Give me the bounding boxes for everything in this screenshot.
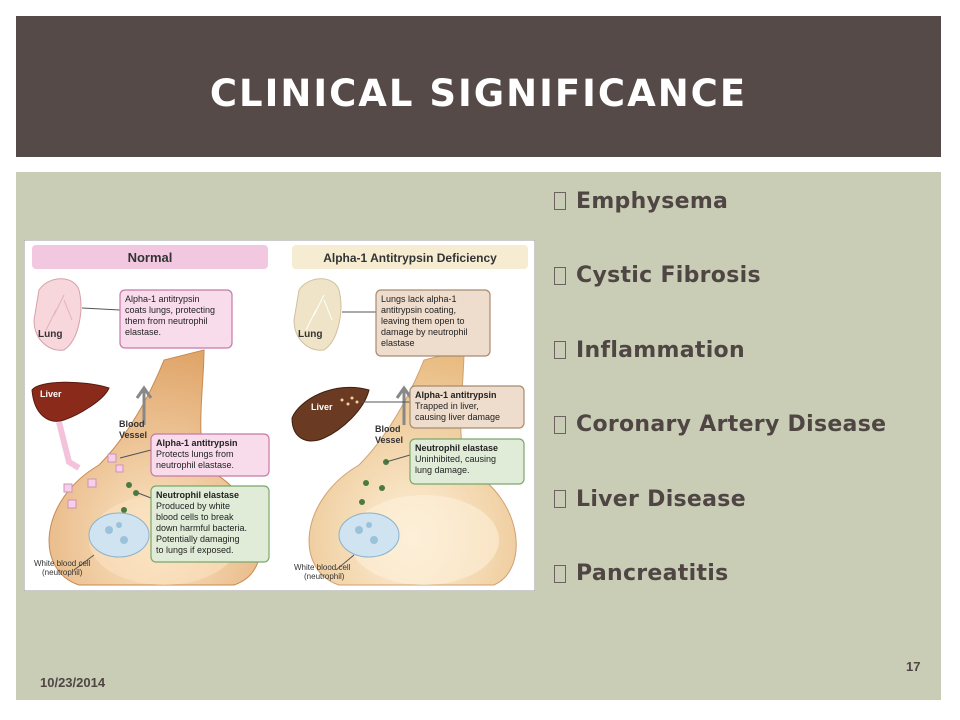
svg-text:elastase.: elastase. [125,327,161,337]
svg-text:lung damage.: lung damage. [415,465,470,475]
svg-text:them from neutrophil: them from neutrophil [125,316,208,326]
slide-title: CLINICAL SIGNIFICANCE [209,72,748,115]
svg-text:Produced by white: Produced by white [156,501,230,511]
vessel-label-1: Blood [119,419,145,429]
bullet-marker-icon [554,415,566,434]
bullet-list: Emphysema Cystic Fibrosis Inflammation C… [554,186,886,634]
svg-text:Alpha-1 antitrypsin: Alpha-1 antitrypsin [125,294,200,304]
slide-date: 10/23/2014 [40,675,106,690]
lung-label: Lung [38,329,62,340]
normal-heading-box [32,245,268,269]
callout-aat-normal [150,433,270,477]
bullet-marker-icon [554,266,566,285]
wbc-label-2: (neutrophil) [42,568,83,577]
wbc-label-1: White blood cell [34,559,91,568]
bullet-item: Inflammation [554,335,886,365]
bullet-marker-icon [554,564,566,583]
svg-text:causing liver damage: causing liver damage [415,412,500,422]
bullet-marker-icon [554,192,566,210]
white-blood-cell [338,512,400,558]
svg-text:blood cells to break: blood cells to break [156,512,234,522]
page-number: 17 [906,659,921,674]
svg-text:neutrophil elastase.: neutrophil elastase. [156,460,234,470]
bullet-marker-icon [554,341,566,360]
white-blood-cell [88,512,150,558]
svg-text:White blood cell: White blood cell [294,563,351,572]
callout-ne-normal [150,485,270,563]
svg-text:Protects lungs from: Protects lungs from [156,449,234,459]
svg-text:Alpha-1 antitrypsin: Alpha-1 antitrypsin [156,438,238,448]
callout-lung-deficiency [375,289,491,357]
svg-text:Trapped in liver,: Trapped in liver, [415,401,479,411]
svg-text:to lungs if exposed.: to lungs if exposed. [156,545,234,555]
svg-text:leaving them open to: leaving them open to [381,316,465,326]
svg-text:Liver: Liver [311,402,333,412]
vessel-label-2: Vessel [119,430,147,440]
svg-text:damage by neutrophil: damage by neutrophil [381,327,468,337]
svg-text:Lungs lack alpha-1: Lungs lack alpha-1 [381,294,457,304]
svg-text:Lung: Lung [298,329,322,340]
liver-deficiency [291,386,370,442]
bullet-item: Coronary Artery Disease [554,410,886,440]
bullet-item: Emphysema [554,186,886,216]
deficiency-heading: Alpha-1 Antitrypsin Deficiency [323,251,497,265]
alpha1-diagram: Normal Lung Liver Blood Vessel White blo… [24,240,535,591]
callout-aat-deficiency [409,385,525,429]
svg-text:Vessel: Vessel [375,435,403,445]
svg-text:Alpha-1 antitrypsin: Alpha-1 antitrypsin [415,390,497,400]
svg-text:Neutrophil elastase: Neutrophil elastase [156,490,239,500]
svg-text:Uninhibited, causing: Uninhibited, causing [415,454,496,464]
svg-text:elastase: elastase [381,338,415,348]
svg-text:antitrypsin coating,: antitrypsin coating, [381,305,456,315]
title-bar: CLINICAL SIGNIFICANCE [16,16,941,157]
svg-text:Neutrophil elastase: Neutrophil elastase [415,443,498,453]
svg-text:Blood: Blood [375,424,401,434]
svg-text:Potentially damaging: Potentially damaging [156,534,240,544]
svg-text:(neutrophil): (neutrophil) [304,572,345,581]
svg-text:down harmful bacteria.: down harmful bacteria. [156,523,247,533]
lung-deficiency [293,278,342,351]
normal-heading: Normal [128,250,173,265]
liver-label: Liver [40,389,62,399]
svg-text:coats lungs, protecting: coats lungs, protecting [125,305,215,315]
deficiency-heading-box [292,245,528,269]
liver-normal [31,381,110,422]
lung-normal [33,278,82,351]
callout-ne-deficiency [409,438,525,485]
bullet-item: Cystic Fibrosis [554,261,886,291]
bullet-item: Pancreatitis [554,559,886,589]
bullet-marker-icon [554,490,566,509]
bullet-item: Liver Disease [554,484,886,514]
callout-lung-normal [119,289,233,349]
